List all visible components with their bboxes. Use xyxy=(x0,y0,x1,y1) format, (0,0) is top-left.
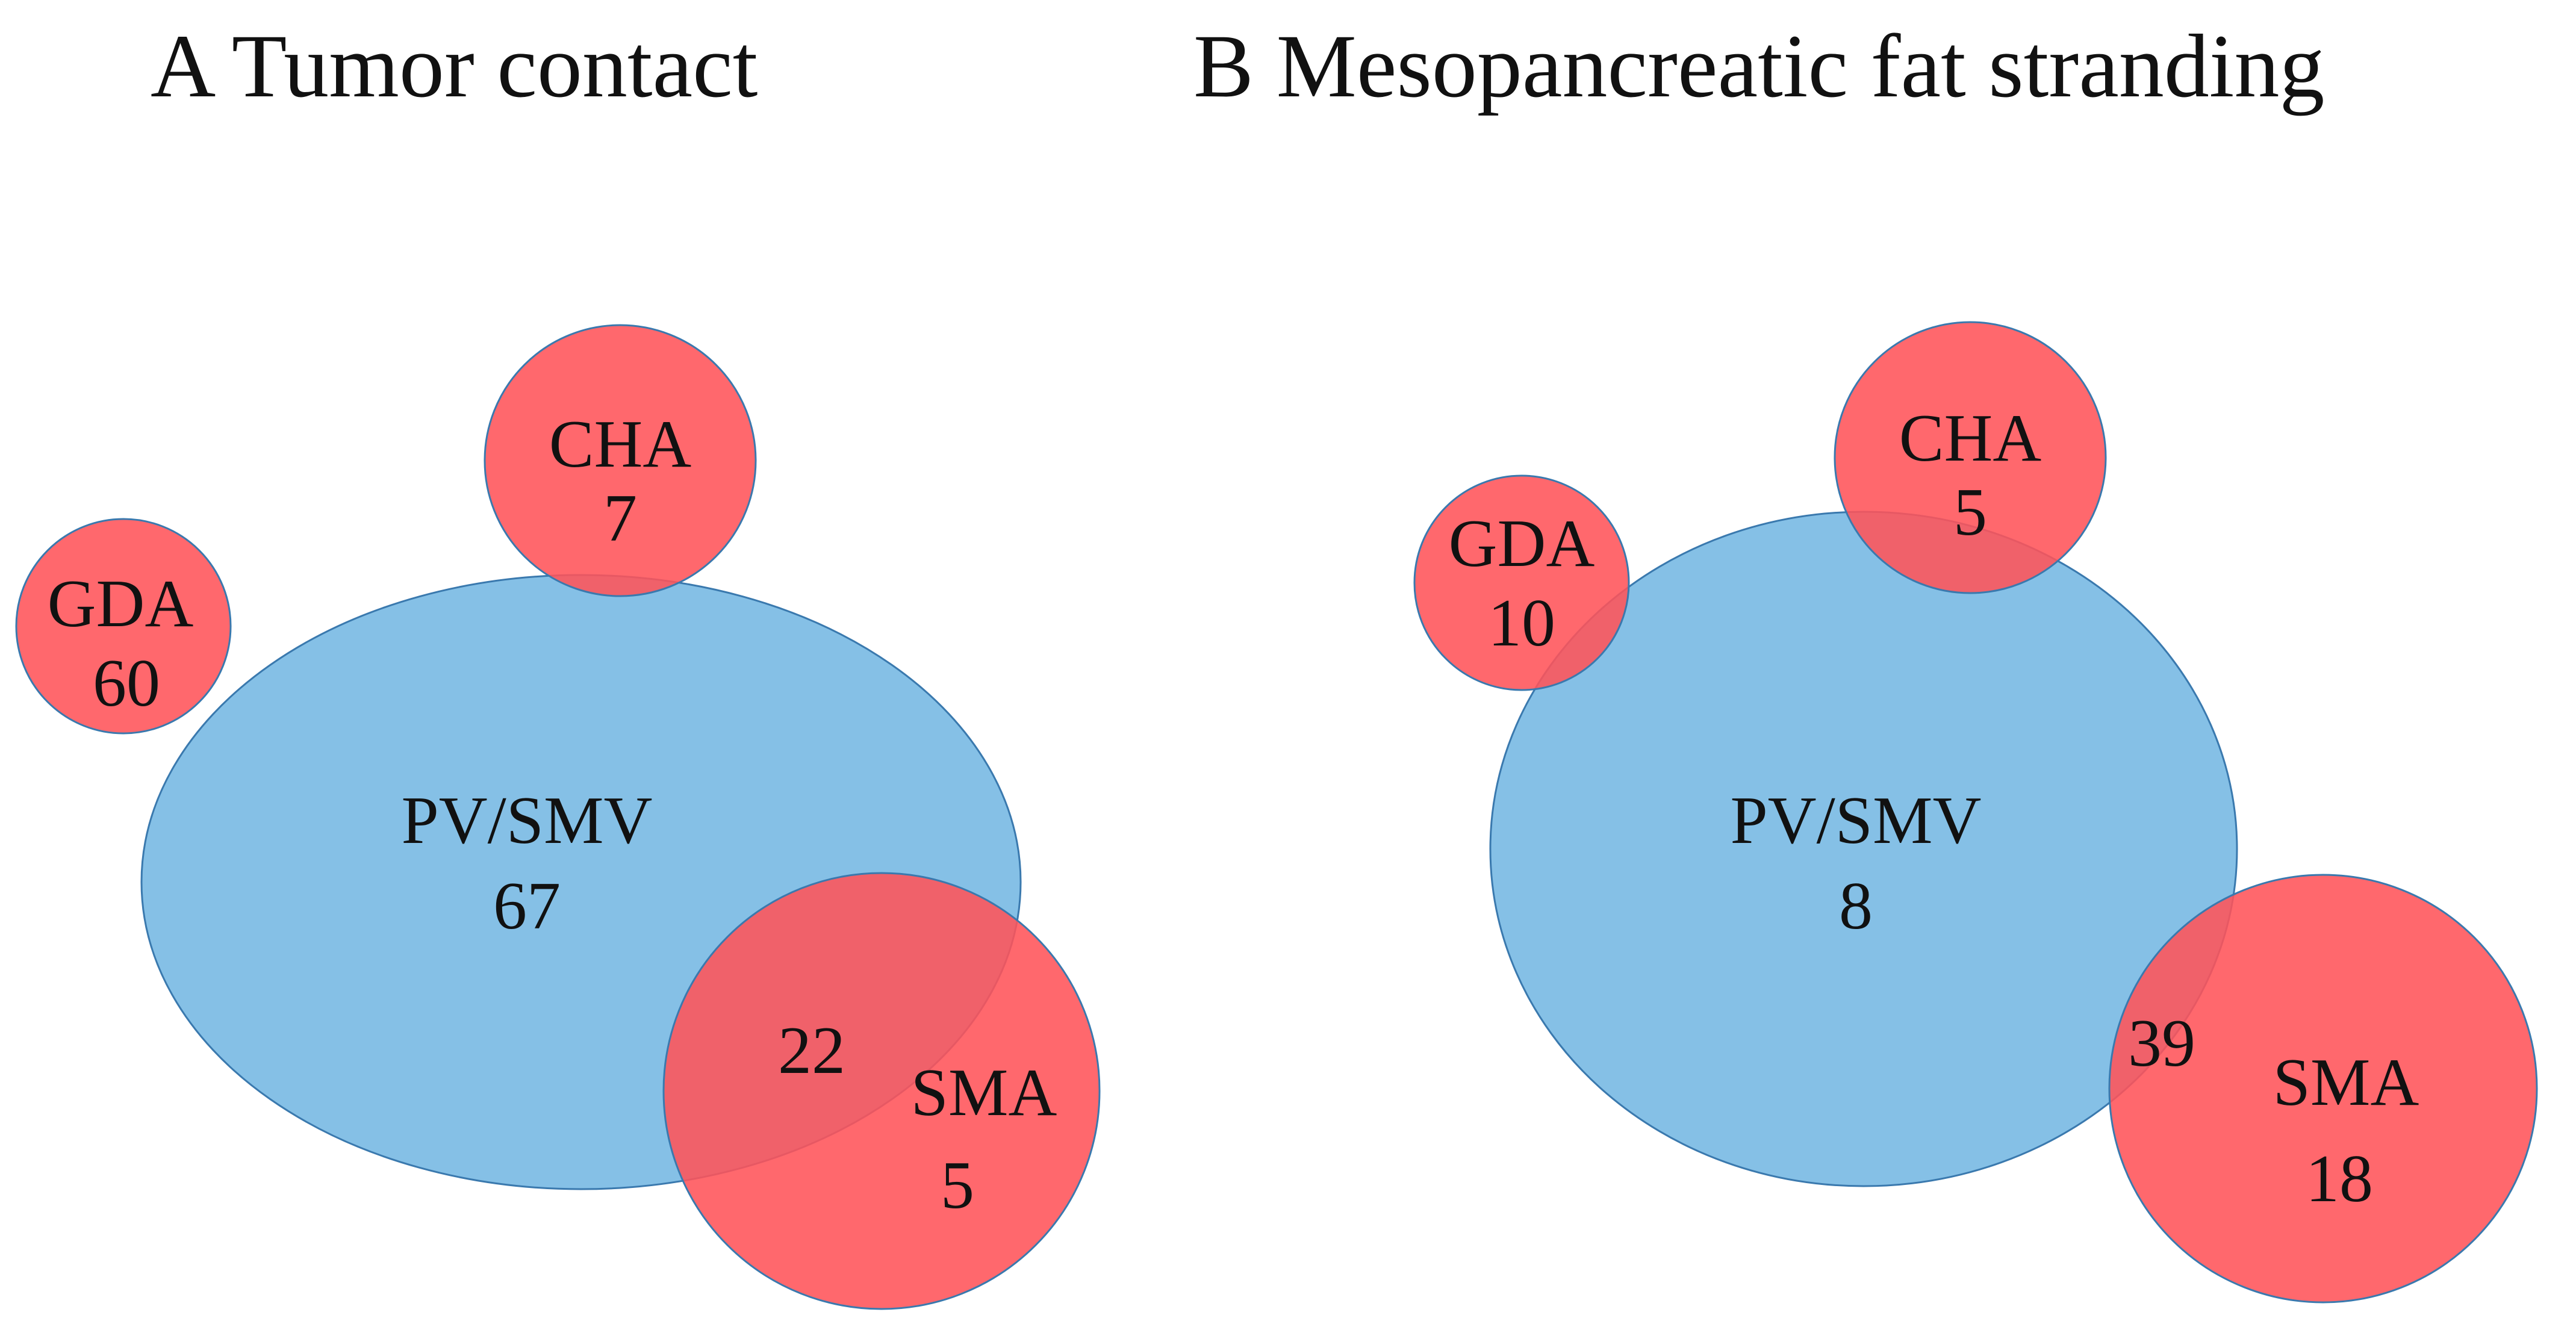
panel-a-pv-smv-count: 67 xyxy=(493,869,561,943)
panel-b-pv-smv-count: 8 xyxy=(1839,869,1873,943)
panel-b: B Mesopancreatic fat stranding CHA 5 GDA… xyxy=(1193,16,2538,1304)
panel-b-title: B Mesopancreatic fat stranding xyxy=(1193,16,2325,116)
panel-b-cha-count: 5 xyxy=(1953,475,1987,550)
panel-a-cha-circle xyxy=(484,324,757,597)
panel-a-sma-circle xyxy=(662,872,1101,1310)
panel-a-pv-smv-label: PV/SMV xyxy=(401,783,652,858)
panel-b-sma-circle xyxy=(2108,874,2538,1304)
panel-a-gda-circle xyxy=(15,518,232,735)
panel-b-gda-count: 10 xyxy=(1488,586,1555,660)
panel-a-cha-label: CHA xyxy=(549,407,692,482)
panel-b-gda-label: GDA xyxy=(1449,506,1595,581)
panel-a-title: A Tumor contact xyxy=(151,16,758,116)
panel-a-gda-label: GDA xyxy=(48,567,194,641)
panel-a-sma-count: 5 xyxy=(941,1148,974,1223)
panel-b-gda-circle xyxy=(1413,474,1630,691)
panel-b-cha-circle xyxy=(1834,321,2107,594)
panel-a-gda-count: 60 xyxy=(93,646,160,721)
panel-b-cha-label: CHA xyxy=(1899,401,2042,476)
panel-a: A Tumor contact CHA 7 GDA 60 PV/SMV 67 2… xyxy=(15,16,1101,1310)
panel-b-sma-label: SMA xyxy=(2273,1045,2419,1120)
panel-b-intersection-count: 39 xyxy=(2128,1006,2195,1081)
panel-a-cha-count: 7 xyxy=(603,481,637,556)
panel-b-pv-smv-label: PV/SMV xyxy=(1730,783,1981,858)
panel-a-intersection-count: 22 xyxy=(778,1013,845,1088)
panel-b-sma-count: 18 xyxy=(2306,1142,2373,1216)
panel-a-sma-label: SMA xyxy=(911,1055,1057,1130)
